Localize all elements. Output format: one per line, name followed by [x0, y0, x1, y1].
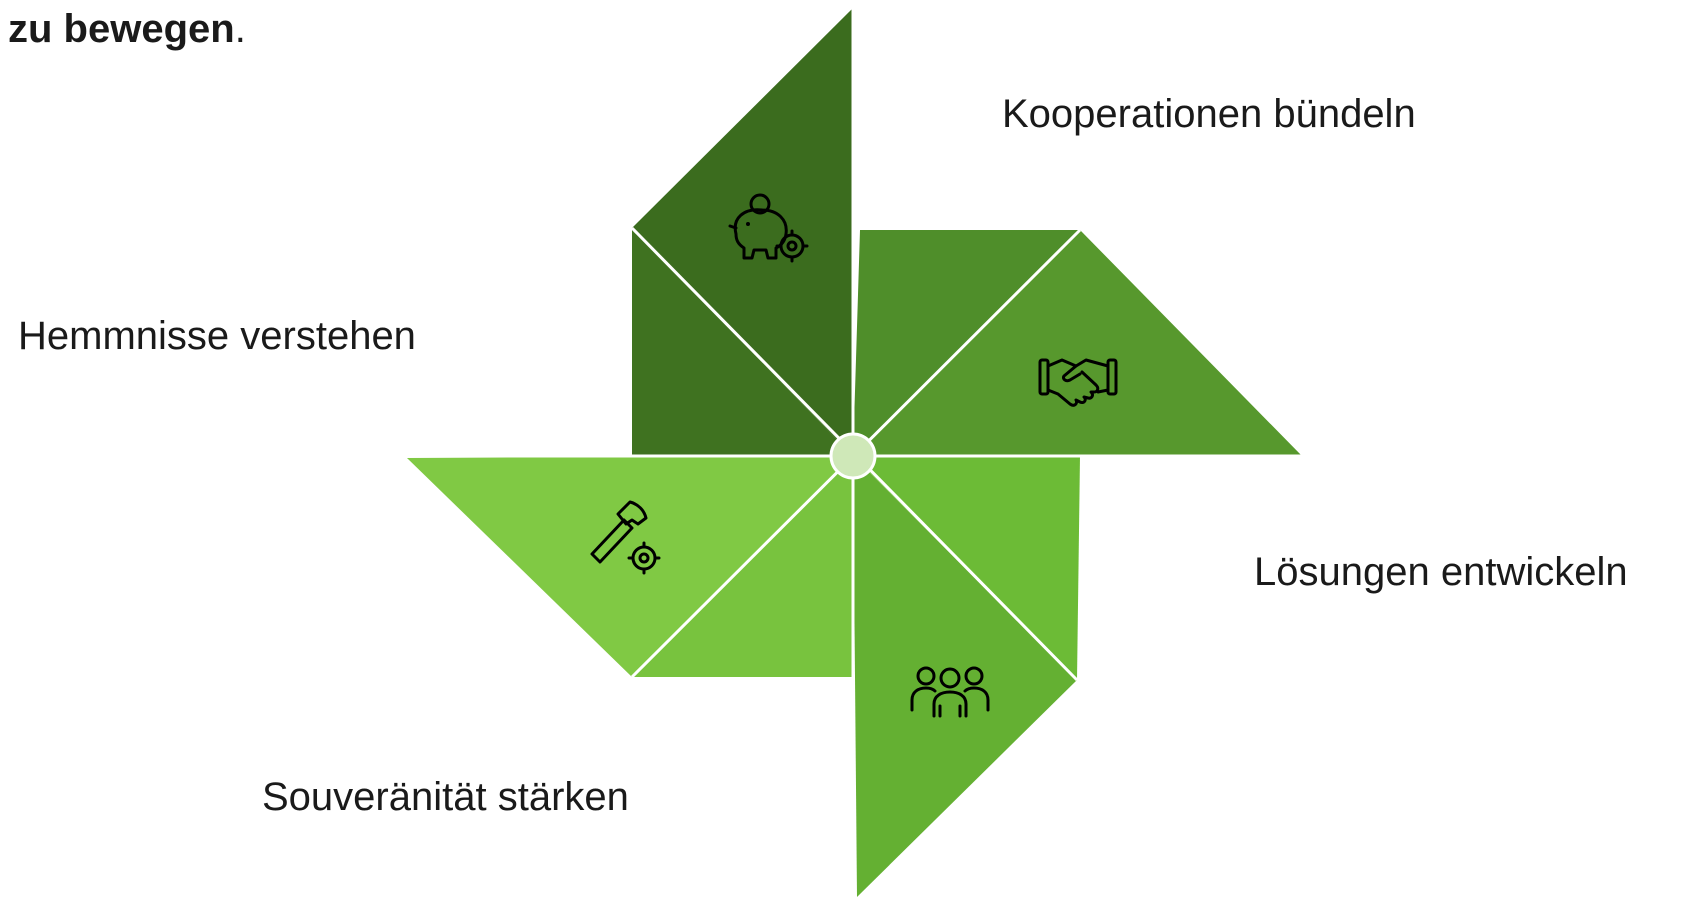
heading-bold-text: zu bewegen — [8, 7, 235, 51]
blade-right-outer — [853, 230, 1302, 456]
people-group-icon — [910, 666, 990, 718]
hammer-gear-icon — [590, 500, 661, 575]
blade-left — [407, 456, 853, 677]
label-loesungen: Lösungen entwickeln — [1254, 550, 1628, 594]
piggy-bank-gear-icon — [728, 193, 809, 263]
label-souveraenitaet: Souveränität stärken — [262, 775, 629, 819]
blade-right — [853, 230, 1302, 456]
blade-top — [632, 8, 853, 456]
label-hemmnisse: Hemmnisse verstehen — [18, 314, 416, 358]
center-hub — [829, 432, 877, 480]
blade-left-outer — [407, 456, 853, 677]
heading-fragment: zu bewegen. — [8, 4, 246, 54]
heading-punctuation: . — [234, 7, 246, 51]
blade-top-outer — [632, 8, 853, 456]
label-kooperationen: Kooperationen bündeln — [1002, 92, 1416, 136]
handshake-icon — [1038, 358, 1118, 407]
